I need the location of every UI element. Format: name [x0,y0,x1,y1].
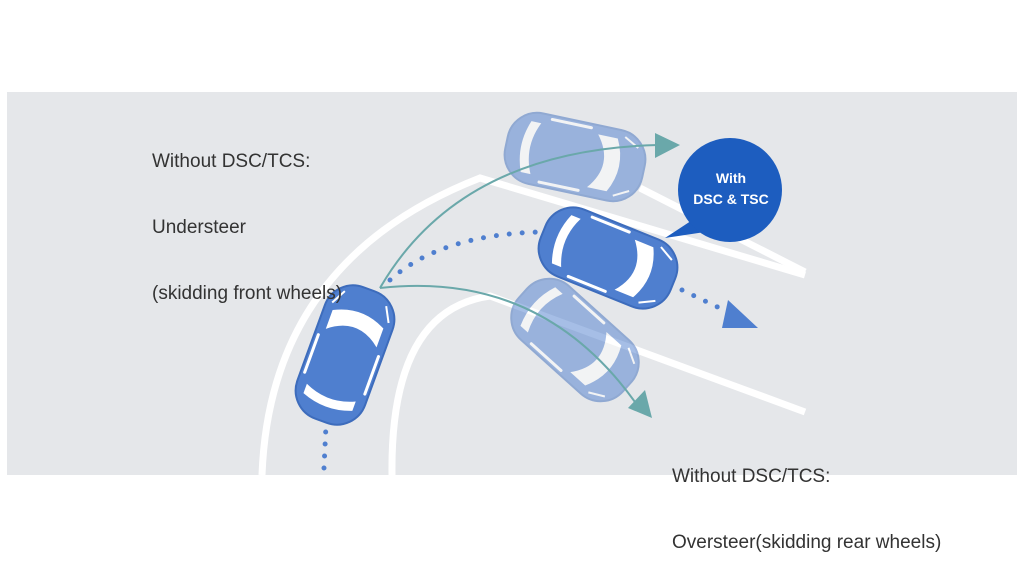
understeer-label: Without DSC/TCS: Understeer (skidding fr… [152,107,342,327]
understeer-path [379,144,659,289]
oversteer-label-line: Without DSC/TCS: [672,466,831,487]
dsc-arrowhead [722,300,758,328]
oversteer-label: Without DSC/TCS: Oversteer(skidding rear… [672,422,941,576]
bubble-line-2: DSC & TSC [693,191,768,207]
oversteer-arrowhead [628,390,652,418]
entry-dots [321,422,329,471]
understeer-arrowhead [655,133,680,158]
oversteer-path [379,284,636,403]
understeer-label-line: Understeer [152,217,246,238]
oversteer-label-line: Oversteer(skidding rear wheels) [672,532,942,553]
dsc-path-dots-end [679,287,731,315]
understeer-label-line: Without DSC/TCS: [152,151,311,172]
dsc-bubble [678,138,782,242]
outer-road-line [258,174,807,476]
understeer-label-line: (skidding front wheels) [152,283,343,304]
inner-road-line [388,292,807,476]
bubble-line-1: With [716,170,746,186]
